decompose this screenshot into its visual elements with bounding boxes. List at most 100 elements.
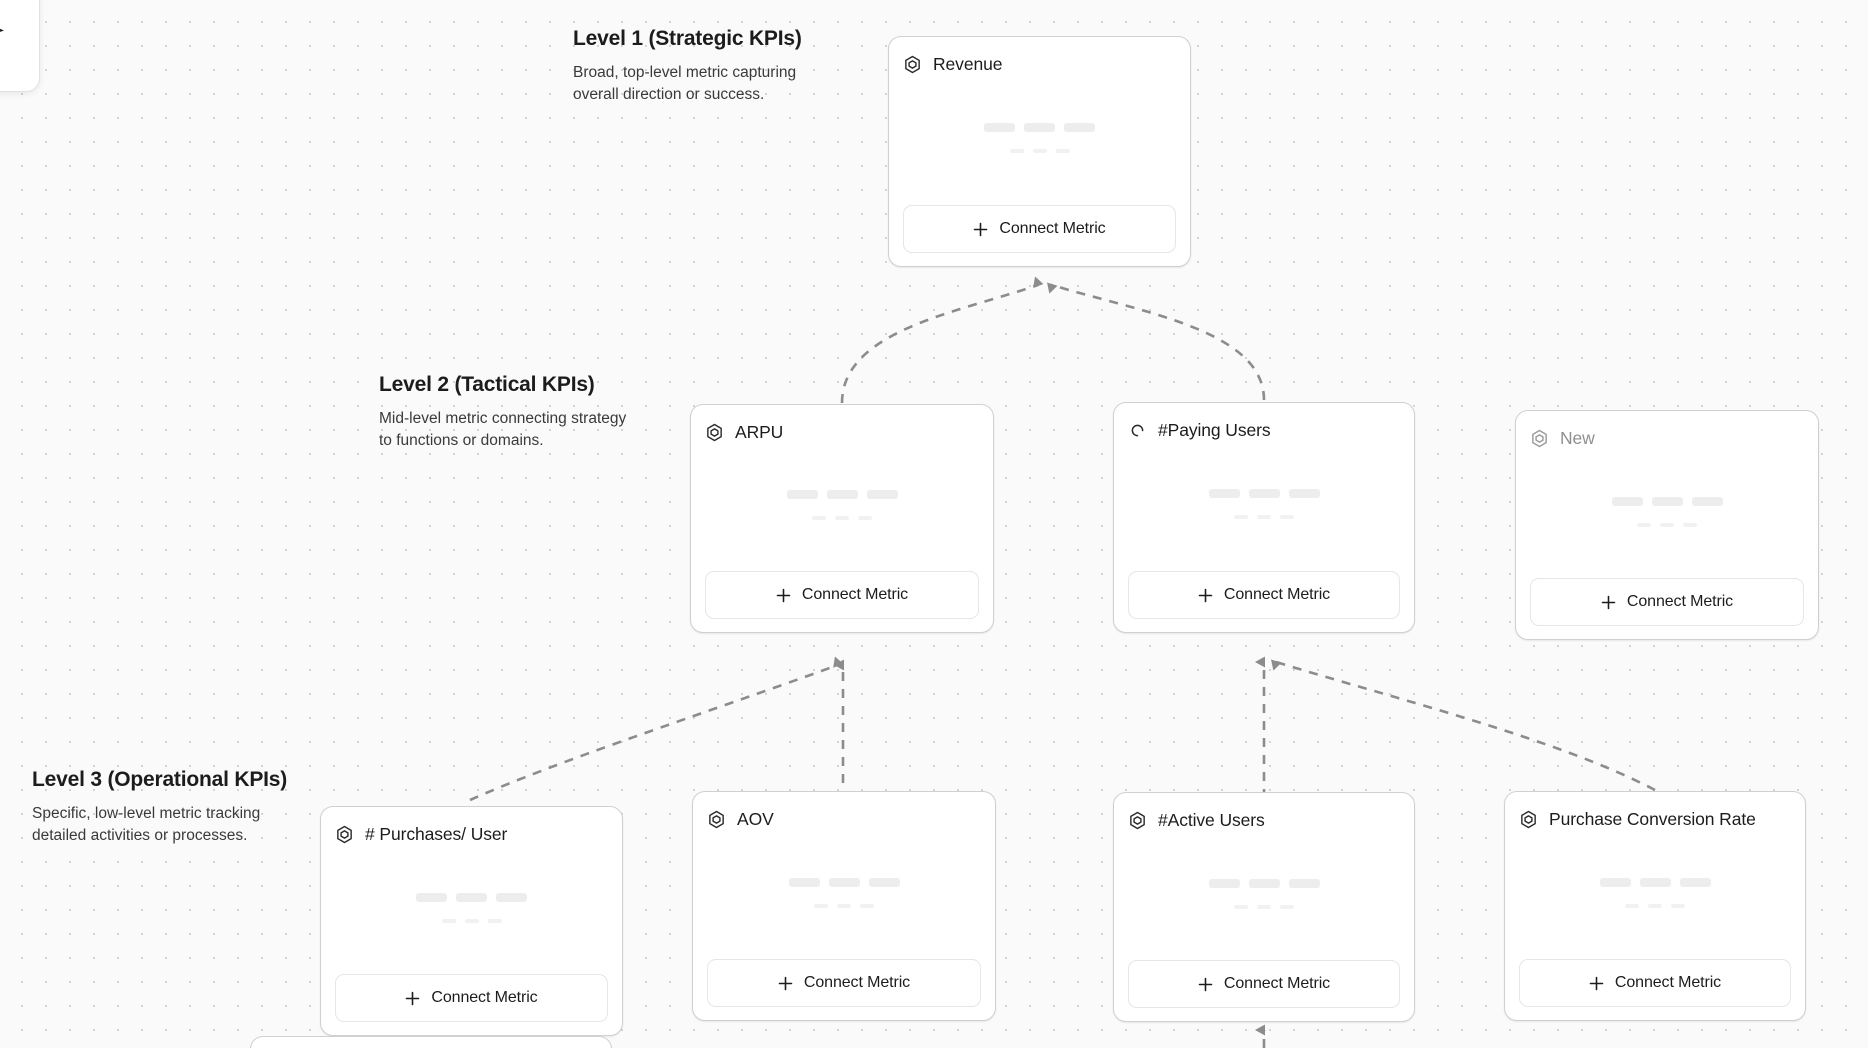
skeleton-bar	[786, 490, 818, 499]
card-header: AOV	[707, 806, 981, 832]
metric-card-clipped-bottom[interactable]	[250, 1036, 612, 1048]
connect-metric-button[interactable]: Connect Metric	[707, 959, 981, 1007]
card-header: #Paying Users	[1128, 417, 1400, 443]
level-1-description: Broad, top-level metric capturing overal…	[573, 64, 797, 103]
skeleton-bar	[1691, 496, 1723, 506]
skeleton-bar	[1637, 522, 1651, 527]
hexagon-target-icon	[705, 423, 724, 442]
skeleton-bar	[1257, 515, 1271, 519]
skeleton-bar	[456, 892, 487, 902]
skeleton-row-secondary	[1234, 515, 1294, 519]
card-skeleton-body	[705, 445, 979, 571]
skeleton-bar	[868, 877, 900, 887]
connect-metric-label: Connect Metric	[803, 974, 911, 991]
skeleton-bar	[1208, 878, 1240, 888]
plus-icon	[1601, 595, 1616, 610]
skeleton-bar	[1683, 522, 1697, 527]
skeleton-row-secondary	[812, 516, 872, 520]
metric-card-active-users[interactable]: #Active Users Connect Metric	[1113, 792, 1415, 1022]
skeleton-bar	[984, 123, 1015, 132]
connect-metric-button[interactable]: Connect Metric	[1519, 959, 1791, 1007]
edge-purchase-conv-to-paying-users	[1271, 659, 1656, 792]
card-title: ARPU	[735, 421, 784, 442]
skeleton-bar	[826, 490, 858, 499]
skeleton-bar	[1611, 496, 1643, 506]
skeleton-bar	[860, 903, 874, 908]
edge-arpu-to-revenue	[840, 276, 1044, 404]
skeleton-bar	[1648, 903, 1662, 908]
skeleton-row-secondary	[1637, 522, 1697, 527]
metric-card-purchase-conversion-rate[interactable]: Purchase Conversion Rate Connect Metri	[1504, 791, 1806, 1021]
connect-metric-button[interactable]: Connect Metric	[1128, 571, 1400, 619]
plus-icon	[405, 991, 420, 1006]
skeleton-bar	[1234, 515, 1248, 519]
plus-icon	[776, 588, 791, 603]
connect-metric-button[interactable]: Connect Metric	[903, 205, 1176, 253]
skeleton-bar	[835, 516, 849, 520]
skeleton-bar	[1257, 904, 1271, 909]
skeleton-row-secondary	[814, 903, 874, 908]
hexagon-target-icon	[1128, 811, 1147, 830]
skeleton-bar	[1032, 149, 1047, 153]
hexagon-target-icon	[1519, 810, 1538, 829]
cursor-icon	[0, 25, 6, 38]
metric-card-aov[interactable]: AOV Connect Metric	[692, 791, 996, 1021]
skeleton-bar	[1679, 877, 1711, 887]
connect-metric-label: Connect Metric	[801, 586, 909, 603]
skeleton-bar	[1288, 878, 1320, 888]
skeleton-bar	[1625, 903, 1639, 908]
skeleton-bar	[1024, 123, 1055, 132]
skeleton-bar	[1248, 878, 1280, 888]
skeleton-bar	[788, 877, 820, 887]
skeleton-bar	[464, 918, 479, 923]
skeleton-bar	[858, 516, 872, 520]
level-3-title: Level 3 (Operational KPIs)	[32, 768, 288, 791]
metric-card-purchases-per-user[interactable]: # Purchases/ User Connect Metric	[320, 806, 623, 1036]
hexagon-target-icon	[1530, 429, 1549, 448]
skeleton-bar	[1248, 489, 1280, 498]
level-1-label-group: Level 1 (Strategic KPIs) Broad, top-leve…	[573, 27, 823, 106]
skeleton-bar	[441, 918, 456, 923]
skeleton-row-secondary	[1234, 904, 1294, 909]
metric-card-new[interactable]: New Connect Metric	[1515, 410, 1819, 640]
skeleton-row-secondary	[1009, 149, 1070, 153]
card-title: Purchase Conversion Rate	[1549, 808, 1756, 829]
skeleton-bar	[416, 892, 447, 902]
metric-card-revenue[interactable]: Revenue Connect Metric	[888, 36, 1191, 267]
skeleton-bar	[496, 892, 527, 902]
card-header: #Active Users	[1128, 807, 1400, 833]
skeleton-bar	[1671, 903, 1685, 908]
level-3-description: Specific, low-level metric tracking deta…	[32, 805, 261, 844]
skeleton-row-primary	[1208, 878, 1320, 888]
skeleton-bar	[487, 918, 502, 923]
card-title: Revenue	[933, 53, 1003, 74]
skeleton-bar	[1639, 877, 1671, 887]
card-skeleton-body	[1519, 832, 1791, 959]
skeleton-row-primary	[1599, 877, 1711, 887]
skeleton-bar	[1234, 904, 1248, 909]
skeleton-row-primary	[1208, 489, 1320, 498]
skeleton-bar	[1280, 904, 1294, 909]
skeleton-bar	[1055, 149, 1070, 153]
metric-card-arpu[interactable]: ARPU Connect Metric	[690, 404, 994, 633]
level-1-title: Level 1 (Strategic KPIs)	[573, 27, 802, 50]
connect-metric-button[interactable]: Connect Metric	[1530, 578, 1804, 626]
skeleton-row-secondary	[441, 918, 502, 923]
card-skeleton-body	[1128, 833, 1400, 960]
connect-metric-label: Connect Metric	[999, 220, 1106, 237]
floating-toolbar-panel-clipped[interactable]	[0, 0, 40, 92]
plus-icon	[973, 222, 988, 237]
card-header: # Purchases/ User	[335, 821, 608, 847]
card-skeleton-body	[707, 832, 981, 959]
hexagon-target-icon	[335, 825, 354, 844]
metric-card-paying-users[interactable]: #Paying Users Connect Metric	[1113, 402, 1415, 633]
card-title: #Paying Users	[1158, 419, 1271, 440]
card-title: # Purchases/ User	[365, 823, 508, 844]
spinner-icon	[1128, 421, 1147, 440]
skeleton-row-secondary	[1625, 903, 1685, 908]
connect-metric-button[interactable]: Connect Metric	[705, 571, 979, 619]
connect-metric-button[interactable]: Connect Metric	[335, 974, 608, 1022]
connect-metric-button[interactable]: Connect Metric	[1128, 960, 1400, 1008]
card-header: ARPU	[705, 419, 979, 445]
